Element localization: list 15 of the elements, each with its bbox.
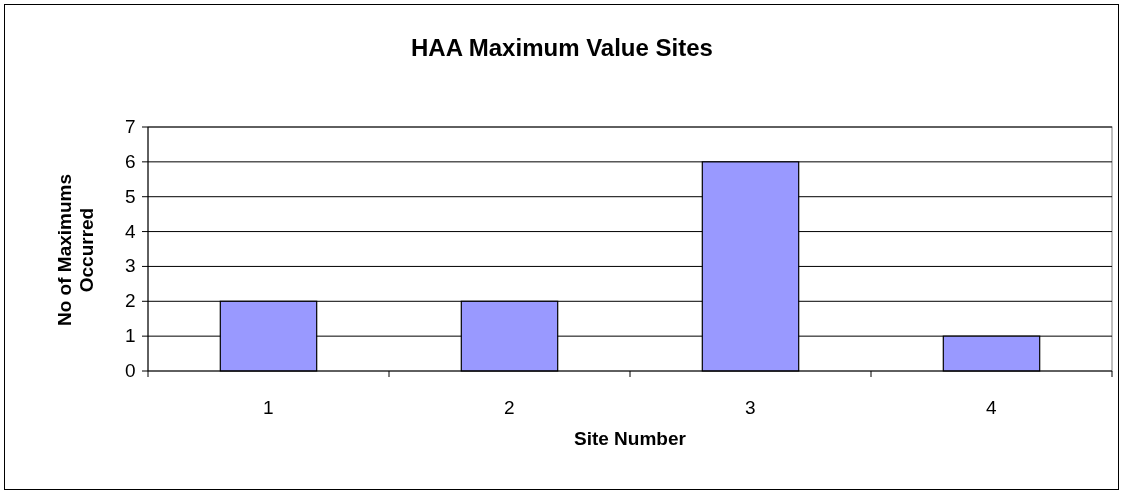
chart-title: HAA Maximum Value Sites <box>411 34 713 62</box>
category-label: 3 <box>745 398 756 418</box>
tick-label: 6 <box>125 151 136 172</box>
tick-label: 3 <box>125 256 136 277</box>
tick-label: 2 <box>125 291 136 312</box>
tick-label: 0 <box>125 361 136 381</box>
category-label: 4 <box>986 398 997 418</box>
category-label: 1 <box>263 398 274 418</box>
category-label: 2 <box>504 398 515 418</box>
tick-label: 7 <box>125 117 136 137</box>
tick-label: 4 <box>125 221 136 242</box>
tick-label: 1 <box>125 326 136 347</box>
axis-title: Site Number <box>574 428 686 450</box>
axis-title: No of Maximums Occurred <box>54 173 98 328</box>
tick-label: 5 <box>125 186 136 207</box>
